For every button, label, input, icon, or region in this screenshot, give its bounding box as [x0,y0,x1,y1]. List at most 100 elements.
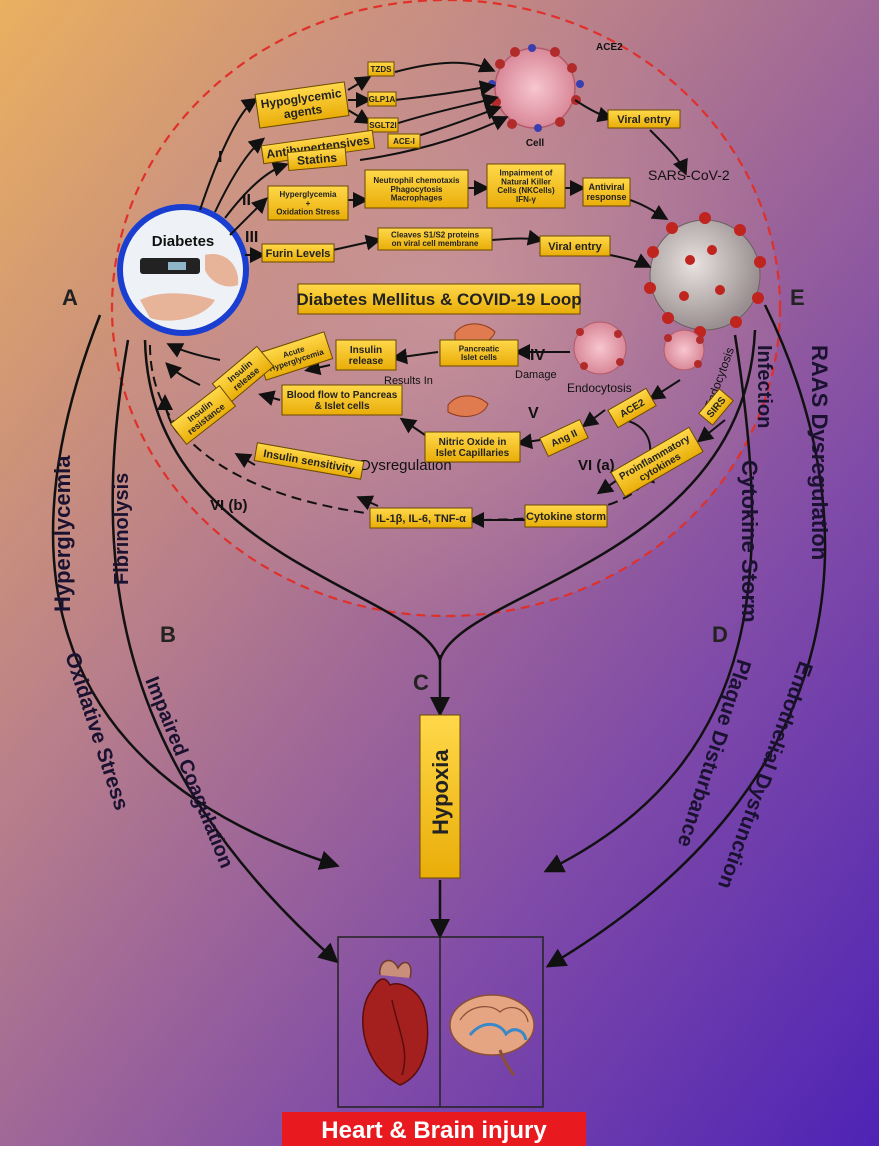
box-hyperglycemia-oxidation-line: + [306,199,311,208]
box-insulin-release-1-line: Insulin [350,345,382,356]
box-ace-i: ACE-I [387,133,421,149]
path-c-right [438,329,757,661]
box-tzds: TZDS [367,61,395,77]
box-insulin-release-1-line: release [349,356,384,367]
path-d-inner [543,334,754,873]
box-hyperglycemia-oxidation-line: Oxidation Stress [276,208,340,217]
box-statins: Statins [286,146,348,172]
letter-a: A [62,285,78,310]
box-nk-cells-line: Impairment of [500,169,553,178]
path-c-left [143,339,442,661]
label-cytokine-storm: Cytokine Storm [737,460,762,623]
box-nk-cells-line: IFN-γ [516,195,537,204]
hypoxia-box: Hypoxia [419,714,461,879]
injury-label: Heart & Brain injury [321,1117,547,1144]
box-viral-entry-mid-line: Viral entry [548,241,602,253]
label-hyperglycemia: Hyperglycemia [50,455,75,612]
path-e-outer [545,304,827,968]
box-il-line: IL-1β, IL-6, TNF-α [376,513,466,525]
letter-e: E [790,285,805,310]
box-title: Diabetes Mellitus & COVID-19 Loop [296,283,582,315]
letter-c: C [413,670,429,695]
results-in-label: Results In [384,375,433,387]
roman-via: VI (a) [578,457,615,474]
box-hyperglycemia-oxidation-line: Hyperglycemia [280,190,337,199]
box-hyperglycemia-oxidation: Hyperglycemia+Oxidation Stress [267,185,349,221]
box-furin-line: Furin Levels [266,248,331,260]
box-cleaves-line: on viral cell membrane [392,239,479,248]
box-il: IL-1β, IL-6, TNF-α [369,507,473,529]
letter-d: D [712,622,728,647]
box-nk-cells-line: Cells (NKCells) [497,186,555,195]
box-sirs: SIRS [698,388,734,426]
loop-arrows [149,57,726,528]
label-infection: Infection [753,345,775,428]
box-sglt2i-line: SGLT2I [369,121,396,130]
box-glp1a-line: GLP1A [369,95,396,104]
diabetes-label: Diabetes [152,233,215,250]
roman-vib: VI (b) [210,497,248,514]
box-pancreatic-islet-line: Pancreatic [459,344,500,353]
box-viral-entry-top-line: Viral entry [617,114,671,126]
box-nk-cells-line: Natural Killer [501,177,551,186]
label-raas-dysregulation: RAAS Dysregulation [807,345,832,560]
pancreas-icon-2 [447,395,489,417]
box-ace-i-line: ACE-I [393,137,415,146]
box-ace2: ACE2 [607,387,657,429]
box-nitric-oxide-line: Nitric Oxide in [439,437,507,448]
ace2-top-label: ACE2 [596,42,623,53]
label-fibrinolysis: Fibrinolysis [111,473,133,585]
path-b-inner [111,339,339,964]
diabetes-circle: Diabetes [117,204,249,336]
box-hypoglycemic-agents-line: agents [283,102,324,121]
box-neutrophil-line: Macrophages [391,194,443,203]
roman-ii: II [242,192,251,209]
sars-label: SARS-CoV-2 [648,167,730,183]
box-title-line: Diabetes Mellitus & COVID-19 Loop [296,290,581,309]
heart-icon [362,959,429,1086]
box-furin: Furin Levels [261,243,335,263]
box-glp1a: GLP1A [367,91,397,107]
cell-label: Cell [526,138,545,149]
hypoxia-label: Hypoxia [428,749,453,835]
box-tzds-line: TZDS [371,65,393,74]
box-ang-ii: Ang II [539,418,589,458]
box-neutrophil: Neutrophil chemotaxisPhagocytosisMacroph… [364,169,469,209]
roman-iii: III [245,229,258,246]
box-blood-flow-line: Blood flow to Pancreas [287,390,398,401]
box-cytokine-storm: Cytokine storm [524,504,608,528]
damage-label: Damage [515,369,557,381]
injury-banner: Heart & Brain injury [282,1112,586,1146]
letter-b: B [160,622,176,647]
box-cleaves-line: Cleaves S1/S2 proteins [391,230,480,239]
box-viral-entry-mid: Viral entry [539,235,611,257]
box-nitric-oxide-line: Islet Capillaries [436,448,510,459]
box-statins-line: Statins [296,150,337,167]
roman-v: V [528,405,539,422]
endocytosis-label-1: Endocytosis [567,381,632,395]
box-blood-flow-line: & Islet cells [314,401,369,412]
box-pancreatic-islet-line: Islet cells [461,353,498,362]
box-neutrophil-line: Phagocytosis [390,185,443,194]
roman-iv: IV [530,347,545,364]
roman-i: I [218,149,222,166]
path-a-outer [51,314,340,870]
brain-icon [449,994,535,1076]
box-antiviral-line: response [586,192,626,202]
box-sglt2i: SGLT2I [367,117,399,133]
box-viral-entry-top: Viral entry [607,109,681,129]
box-antiviral-line: Antiviral [588,182,624,192]
box-neutrophil-line: Neutrophil chemotaxis [373,176,460,185]
box-cytokine-storm-line: Cytokine storm [526,511,606,523]
endocytosis-cell-2-icon [663,329,705,371]
endocytosis-cell-1-icon [573,321,627,375]
organs-frame [337,936,544,1108]
